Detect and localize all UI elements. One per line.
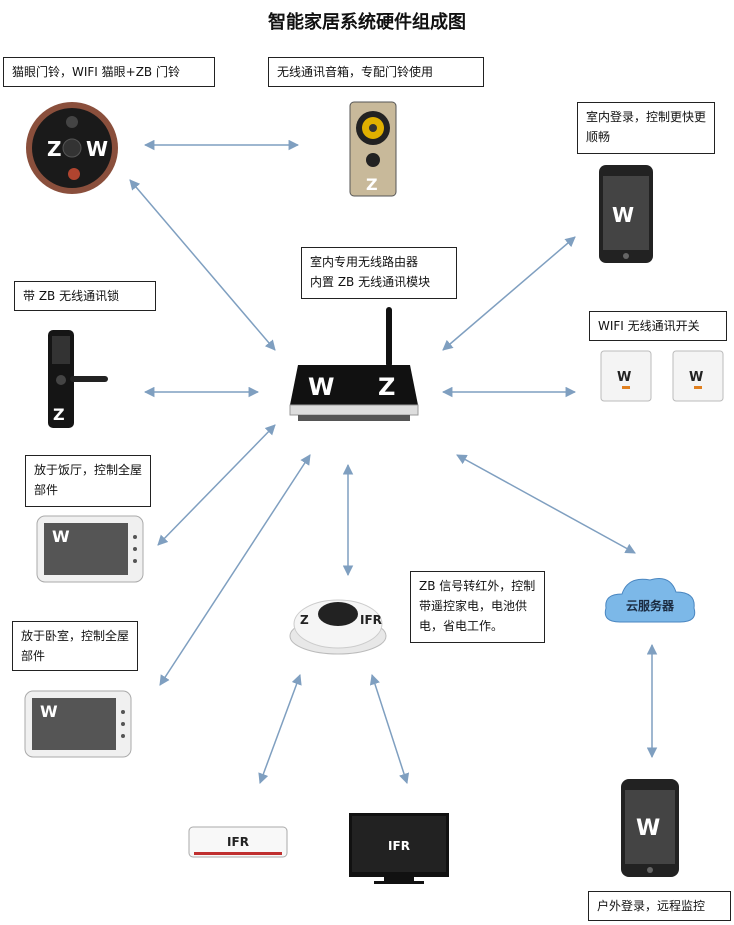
label-dining-panel: 放于饭厅，控制全屋部件 bbox=[25, 455, 151, 507]
svg-text:云服务器: 云服务器 bbox=[626, 598, 675, 613]
svg-text:W: W bbox=[617, 370, 631, 385]
svg-text:IFR: IFR bbox=[360, 613, 382, 627]
arrow-router-cloud bbox=[456, 454, 636, 554]
zb-smart-lock: Z bbox=[40, 328, 110, 434]
wireless-speaker: Z bbox=[348, 100, 398, 202]
wifi-switch-2: W bbox=[672, 350, 724, 406]
svg-text:W: W bbox=[52, 527, 70, 546]
label-wifi-switch: WIFI 无线通讯开关 bbox=[589, 311, 727, 341]
svg-text:W: W bbox=[40, 702, 58, 721]
svg-text:W: W bbox=[612, 203, 634, 227]
cloud-server: 云服务器 bbox=[600, 570, 700, 634]
label-ir-converter: ZB 信号转红外，控制带遥控家电，电池供电，省电工作。 bbox=[410, 571, 545, 643]
svg-text:Z: Z bbox=[366, 175, 378, 194]
svg-text:Z: Z bbox=[53, 405, 65, 424]
television: IFR bbox=[348, 812, 450, 890]
svg-text:Z: Z bbox=[378, 373, 395, 401]
arrow-router-indoor-phone bbox=[442, 236, 576, 351]
label-zb-lock: 带 ZB 无线通讯锁 bbox=[14, 281, 156, 311]
wifi-switch-1: W bbox=[600, 350, 652, 406]
peephole-doorbell: Z W bbox=[22, 100, 122, 200]
svg-text:W: W bbox=[636, 816, 660, 841]
svg-text:W: W bbox=[86, 137, 108, 161]
label-peephole: 猫眼门铃，WIFI 猫眼+ZB 门铃 bbox=[3, 57, 215, 87]
bedroom-tablet: W bbox=[24, 690, 132, 762]
arrow-peephole-router bbox=[129, 179, 276, 351]
diagram-title: 智能家居系统硬件组成图 bbox=[268, 12, 466, 33]
label-bedroom-panel: 放于卧室，控制全屋部件 bbox=[12, 621, 138, 671]
svg-text:W: W bbox=[308, 373, 334, 401]
label-speaker: 无线通讯音箱，专配门铃使用 bbox=[268, 57, 484, 87]
label-router: 室内专用无线路由器 内置 ZB 无线通讯模块 bbox=[301, 247, 457, 299]
label-outdoor-login: 户外登录，远程监控 bbox=[588, 891, 731, 921]
svg-text:Z: Z bbox=[47, 137, 62, 161]
outdoor-smartphone: W bbox=[620, 778, 680, 882]
arrow-bedroom-router bbox=[159, 454, 311, 686]
ir-converter: Z IFR bbox=[288, 588, 388, 662]
indoor-smartphone: W bbox=[598, 164, 654, 268]
wireless-router: W Z bbox=[288, 305, 420, 431]
arrow-ir-ac bbox=[258, 674, 302, 784]
svg-text:Z: Z bbox=[300, 613, 309, 627]
dining-room-tablet: W bbox=[36, 515, 144, 587]
label-indoor-login: 室内登录，控制更快更顺畅 bbox=[577, 102, 715, 154]
air-conditioner: IFR bbox=[188, 826, 288, 866]
svg-text:IFR: IFR bbox=[227, 835, 249, 849]
arrow-ir-tv bbox=[369, 674, 410, 784]
arrow-dining-router bbox=[157, 424, 276, 546]
svg-text:IFR: IFR bbox=[388, 839, 410, 853]
svg-text:W: W bbox=[689, 370, 703, 385]
